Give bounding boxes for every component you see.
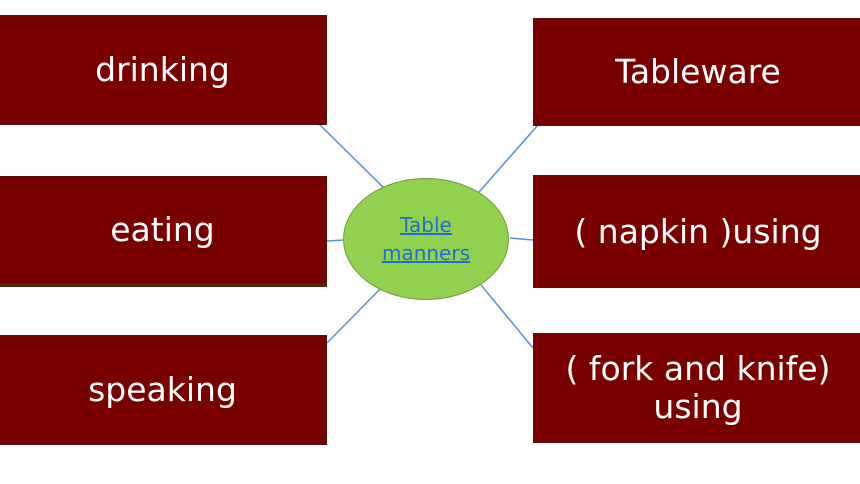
connector-napkin [509,237,534,241]
node-speaking: speaking [0,335,327,445]
center-node-table-manners: Table manners [343,178,509,300]
node-fork-and-knife-using: ( fork and knife) using [533,333,860,443]
connector-speaking [326,284,385,344]
node-drinking: drinking [0,15,327,125]
connector-eating [326,239,346,242]
connector-fork [480,284,534,349]
table-manners-link[interactable]: Table manners [381,213,471,265]
connector-drinking [317,122,389,193]
node-eating: eating [0,176,327,287]
node-tableware: Tableware [533,18,860,126]
node-napkin-using: ( napkin )using [533,175,860,288]
connector-tableware [471,116,546,201]
